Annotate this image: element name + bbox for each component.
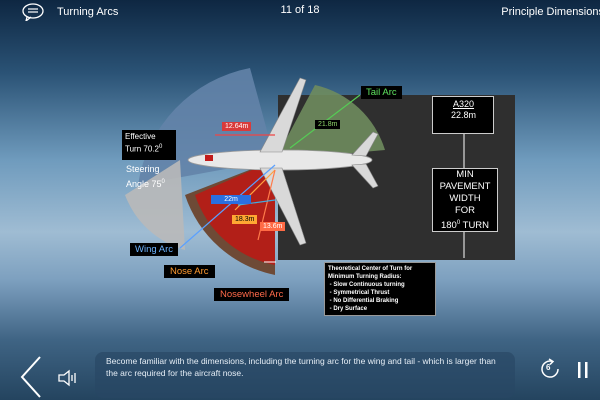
- caption-panel: [95, 352, 515, 398]
- back-arrow-icon[interactable]: [16, 355, 46, 399]
- steering-angle-arc: [125, 160, 185, 250]
- aircraft-fuselage: [187, 149, 373, 171]
- aircraft-type-box: A320 22.8m: [432, 96, 494, 134]
- chat-menu-icon[interactable]: [22, 3, 44, 21]
- dim-label-13-6: 13.6m: [260, 222, 286, 231]
- caption-text: Become familiar with the dimensions, inc…: [106, 356, 496, 378]
- effective-turn-line-1: Effective: [125, 132, 156, 141]
- pause-icon[interactable]: [576, 360, 590, 380]
- steering-angle-label: Steering Angle 750: [126, 164, 165, 189]
- center-item-2: - No Differential Braking: [328, 298, 399, 304]
- aircraft-type-label: A320: [453, 99, 475, 109]
- speaker-icon[interactable]: [56, 368, 78, 388]
- dim-label-18-3: 18.3m: [232, 215, 258, 224]
- dim-label-12-64: 12.64m: [222, 122, 252, 131]
- center-item-3: - Dry Surface: [328, 306, 368, 312]
- tail-arc-label: Tail Arc: [361, 86, 402, 99]
- nose-arc-sector: [195, 160, 275, 265]
- pavement-line-3: WIDTH: [449, 193, 481, 204]
- aircraft-type-value: 22.8m: [451, 110, 477, 120]
- aircraft-wing-upper: [259, 77, 307, 153]
- aircraft-wing-lower: [259, 167, 307, 246]
- top-bar: Turning Arcs 11 of 18 Principle Dimensio…: [0, 0, 600, 26]
- min-pavement-box: MIN PAVEMENT WIDTH FOR 1800 TURN: [432, 168, 498, 232]
- replay-count: 6: [546, 363, 551, 372]
- pavement-line-1: MIN: [456, 169, 474, 180]
- nosewheel-arc-label: Nosewheel Arc: [214, 288, 290, 301]
- aircraft-logo: [205, 155, 213, 161]
- dim-label-22: 22m: [211, 195, 251, 204]
- center-of-turn-box: Theoretical Center of Turn for Minimum T…: [324, 262, 436, 316]
- center-of-turn-title: Theoretical Center of Turn for Minimum T…: [328, 266, 413, 280]
- aircraft-tail-lower: [351, 163, 379, 189]
- effective-turn-box: Effective Turn 70.20: [122, 130, 176, 160]
- pavement-line-5: 1800 TURN: [440, 220, 490, 232]
- wing-arc-label: Wing Arc: [130, 243, 179, 256]
- pavement-line-4: FOR: [454, 205, 476, 216]
- module-title: Turning Arcs: [57, 6, 119, 18]
- section-title: Principle Dimensions: [501, 6, 600, 18]
- center-item-1: - Symmetrical Thrust: [328, 290, 390, 296]
- dim-label-21-8: 21.8m: [315, 120, 341, 129]
- effective-turn-line-2: Turn 70.20: [125, 144, 163, 154]
- page-counter: 11 of 18: [280, 4, 320, 16]
- nose-arc-label: Nose Arc: [164, 265, 215, 278]
- replay-icon: [541, 358, 559, 378]
- pavement-line-2: PAVEMENT: [439, 181, 491, 192]
- replay-button[interactable]: 6: [538, 357, 562, 381]
- center-item-0: - Slow Continuous turning: [328, 282, 405, 288]
- aircraft-tail-upper: [351, 131, 379, 157]
